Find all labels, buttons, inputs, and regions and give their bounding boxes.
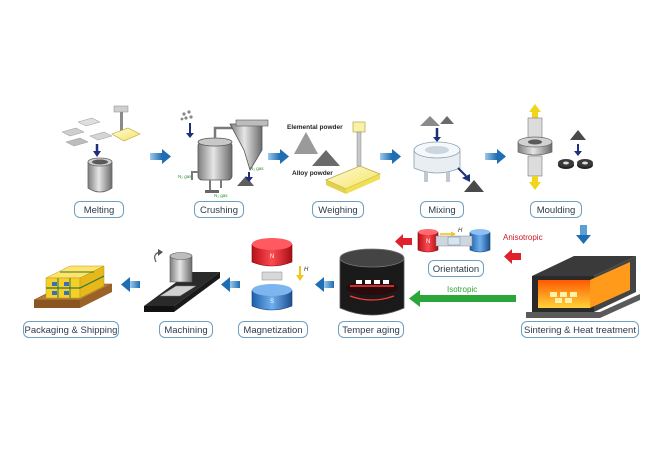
- n2-gas-label-2: N₂ gas: [250, 166, 264, 171]
- flow-arrow-mixing-moulding: [485, 149, 506, 164]
- sintering-illustration: [526, 256, 640, 318]
- orientation-field-h: H: [458, 228, 463, 234]
- flow-arrow-melting-crushing: [150, 149, 171, 164]
- temper-aging-illustration: [339, 248, 405, 316]
- flow-arrow-temper-magnetization: [315, 277, 334, 292]
- anisotropic-arrow-in: [504, 249, 521, 264]
- moulding-illustration: [517, 104, 593, 190]
- flow-arrow-moulding-sintering: [576, 225, 591, 244]
- flow-arrow-machining-packaging: [121, 277, 140, 292]
- step-label-magnetization: Magnetization: [238, 321, 308, 338]
- step-label-temper-aging: Temper aging: [338, 321, 404, 338]
- step-label-moulding: Moulding: [530, 201, 582, 218]
- melting-illustration: [61, 105, 141, 193]
- alloy-powder-label: Alloy powder: [292, 170, 333, 177]
- magnet-pole-n: N: [270, 254, 274, 260]
- step-label-mixing: Mixing: [420, 201, 464, 218]
- elemental-powder-label: Elemental powder: [287, 124, 343, 131]
- anisotropic-arrow-out: [395, 234, 412, 249]
- orientation-pole-n: N: [426, 239, 430, 245]
- machining-illustration: [144, 249, 220, 312]
- isotropic-label: Isotropic: [447, 285, 477, 294]
- step-label-melting: Melting: [74, 201, 124, 218]
- isotropic-arrow: [409, 290, 516, 307]
- step-label-packaging: Packaging & Shipping: [23, 321, 119, 338]
- flow-arrow-crushing-weighing: [268, 149, 289, 164]
- magnet-field-h: H: [304, 267, 309, 273]
- n2-gas-label-1: N₂ gas: [178, 174, 192, 179]
- mixing-illustration: [413, 116, 484, 192]
- weighing-illustration: [294, 121, 382, 194]
- magnetization-illustration: [251, 238, 304, 311]
- step-label-sintering: Sintering & Heat treatment: [521, 321, 639, 338]
- magnet-pole-s: S: [270, 299, 274, 305]
- flow-arrow-weighing-mixing: [380, 149, 401, 164]
- n2-gas-label-3: N₂ gas: [214, 193, 228, 198]
- step-label-orientation: Orientation: [428, 260, 484, 277]
- orientation-illustration: [417, 229, 491, 253]
- packaging-illustration: [33, 265, 113, 308]
- flow-arrow-magnetization-machining: [221, 277, 240, 292]
- anisotropic-label: Anisotropic: [503, 233, 543, 242]
- step-label-machining: Machining: [159, 321, 213, 338]
- step-label-crushing: Crushing: [194, 201, 244, 218]
- step-label-weighing: Weighing: [312, 201, 364, 218]
- crushing-illustration: [180, 110, 269, 193]
